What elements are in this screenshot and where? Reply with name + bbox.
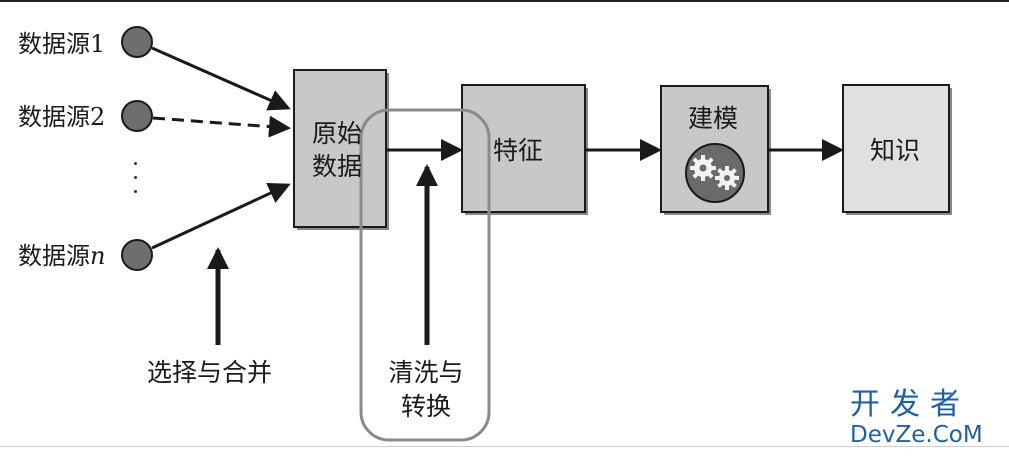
- select-merge-caption: 选择与合并: [147, 358, 273, 387]
- raw-data-box: [293, 69, 389, 230]
- knowledge-box: [842, 84, 952, 215]
- source-label-1: 数据源1: [18, 30, 106, 58]
- modeling-label: 建模: [688, 104, 739, 133]
- clean-transform-caption-line2: 转换: [400, 392, 451, 421]
- features-label: 特征: [493, 136, 544, 165]
- source-node-n: [121, 239, 153, 271]
- source-label-n: 数据源n: [18, 242, 106, 270]
- ellipsis-vertical: [133, 162, 139, 202]
- source-label-2: 数据源2: [18, 103, 106, 131]
- arrow-source-n: [151, 183, 291, 250]
- watermark-en: DevZe.CoM: [850, 422, 983, 448]
- clean-transform-highlight: [359, 108, 491, 442]
- raw-data-label-line2: 数据: [312, 152, 363, 181]
- source-node-2: [121, 100, 153, 132]
- bottom-rule: [0, 446, 1009, 447]
- arrow-source-1: [151, 46, 291, 111]
- knowledge-label: 知识: [870, 136, 921, 165]
- gears-icon: [685, 143, 745, 203]
- raw-data-label-line1: 原始: [312, 119, 363, 148]
- top-rule: [0, 0, 1009, 2]
- source-node-1: [121, 26, 153, 58]
- arrow-source-2-dashed: [152, 115, 291, 138]
- watermark-cn: 开发者: [850, 387, 970, 422]
- clean-transform-caption-line1: 清洗与: [388, 358, 464, 387]
